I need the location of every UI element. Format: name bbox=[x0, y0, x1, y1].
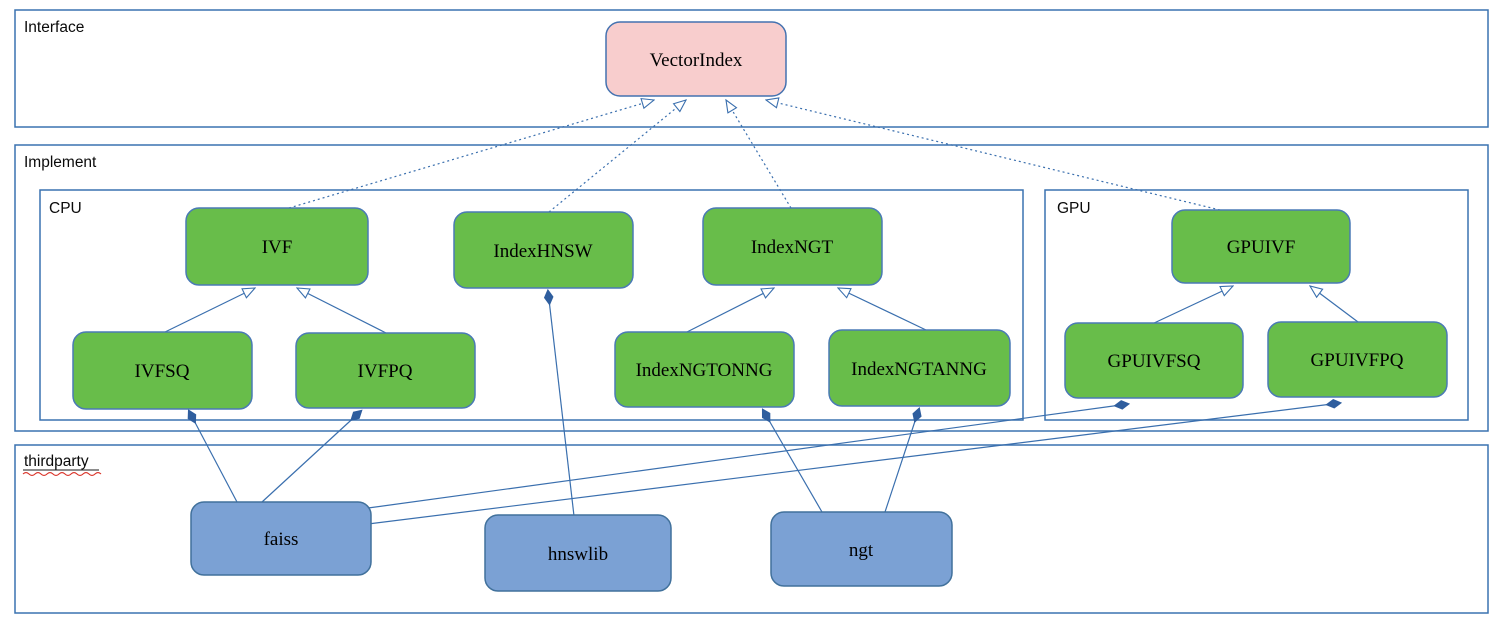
node-indexngt: IndexNGT bbox=[702, 207, 883, 286]
node-ivfsq-label: IVFSQ bbox=[135, 361, 190, 382]
node-indexngtonng-rect bbox=[614, 331, 795, 408]
node-faiss: faiss bbox=[190, 501, 372, 576]
node-ivf-label: IVF bbox=[262, 237, 293, 258]
node-gpuivfpq-label: GPUIVFPQ bbox=[1311, 350, 1404, 371]
edge-ngt-indexngtonng bbox=[761, 408, 823, 513]
edge-hnswlib-indexhnsw bbox=[543, 288, 575, 517]
node-ivf: IVF bbox=[185, 207, 369, 286]
node-faiss-rect bbox=[190, 501, 372, 576]
node-vectorindex-rect bbox=[605, 21, 787, 97]
node-indexhnsw: IndexHNSW bbox=[453, 211, 634, 289]
node-indexngtonng: IndexNGTONNG bbox=[614, 331, 795, 408]
node-vectorindex-label: VectorIndex bbox=[650, 50, 743, 71]
container-cpu-label: CPU bbox=[49, 200, 82, 217]
node-gpuivfsq-rect bbox=[1064, 322, 1244, 399]
node-indexngtanng-rect bbox=[828, 329, 1011, 407]
node-ngt: ngt bbox=[770, 511, 953, 587]
edge-faiss-gpuivfsq bbox=[367, 400, 1131, 509]
edge-gpuivfpq-gpuivf bbox=[1310, 286, 1359, 323]
edge-ngt-indexngtanng bbox=[884, 406, 922, 513]
edge-indexngtanng-indexngt bbox=[838, 288, 927, 331]
container-gpu-label: GPU bbox=[1057, 200, 1091, 217]
edge-faiss-ivfpq bbox=[261, 409, 363, 503]
node-ivfsq: IVFSQ bbox=[72, 331, 253, 410]
node-gpuivf: GPUIVF bbox=[1171, 209, 1351, 284]
node-indexngtonng-label: IndexNGTONNG bbox=[636, 360, 773, 381]
node-indexngtanng: IndexNGTANNG bbox=[828, 329, 1011, 407]
node-hnswlib-rect bbox=[484, 514, 672, 592]
node-indexngt-label: IndexNGT bbox=[751, 237, 834, 258]
container-implement-label: Implement bbox=[24, 154, 97, 171]
edge-indexngtonng-indexngt bbox=[682, 288, 774, 335]
node-hnswlib-label: hnswlib bbox=[548, 544, 608, 565]
node-ngt-label: ngt bbox=[849, 540, 874, 561]
edge-faiss-ivfsq bbox=[187, 409, 238, 503]
node-ivfpq: IVFPQ bbox=[295, 332, 476, 409]
node-gpuivfpq: GPUIVFPQ bbox=[1267, 321, 1448, 398]
node-ivfpq-label: IVFPQ bbox=[358, 361, 413, 382]
spellcheck-squiggle bbox=[22, 471, 102, 477]
node-ivfsq-rect bbox=[72, 331, 253, 410]
container-thirdparty-label: thirdparty bbox=[24, 453, 89, 470]
node-gpuivfpq-rect bbox=[1267, 321, 1448, 398]
edge-ivfpq-ivf bbox=[297, 288, 387, 334]
node-gpuivfsq-label: GPUIVFSQ bbox=[1108, 351, 1201, 372]
node-ivf-rect bbox=[185, 207, 369, 286]
node-faiss-label: faiss bbox=[264, 529, 299, 550]
edge-gpuivfsq-gpuivf bbox=[1151, 286, 1233, 325]
node-hnswlib: hnswlib bbox=[484, 514, 672, 592]
container-interface-label: Interface bbox=[24, 19, 84, 36]
node-ivfpq-rect bbox=[295, 332, 476, 409]
node-indexngtanng-label: IndexNGTANNG bbox=[851, 359, 987, 380]
edge-ivf-vectorindex bbox=[288, 100, 654, 209]
node-vectorindex: VectorIndex bbox=[605, 21, 787, 97]
edge-indexngt-vectorindex bbox=[726, 100, 792, 209]
node-indexhnsw-rect bbox=[453, 211, 634, 289]
node-gpuivfsq: GPUIVFSQ bbox=[1064, 322, 1244, 399]
node-ngt-rect bbox=[770, 511, 953, 587]
edge-ivfsq-ivf bbox=[162, 288, 255, 334]
node-gpuivf-rect bbox=[1171, 209, 1351, 284]
node-gpuivf-label: GPUIVF bbox=[1227, 237, 1296, 258]
node-indexhnsw-label: IndexHNSW bbox=[493, 241, 592, 262]
node-indexngt-rect bbox=[702, 207, 883, 286]
edge-faiss-gpuivfpq bbox=[367, 399, 1343, 525]
